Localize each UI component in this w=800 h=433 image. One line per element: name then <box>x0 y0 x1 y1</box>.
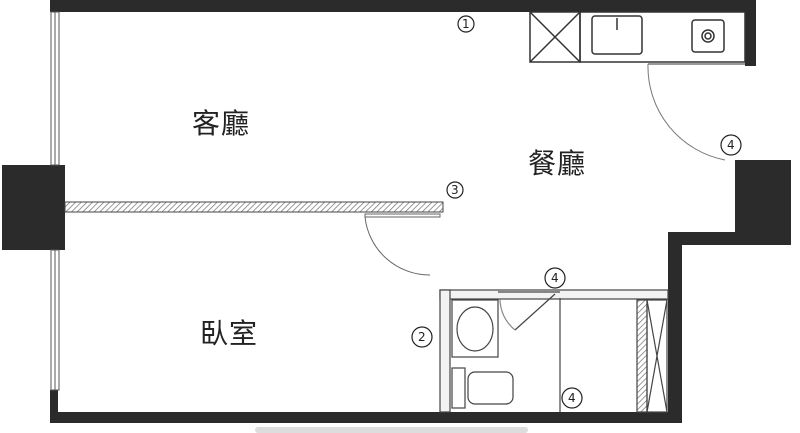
marker-label: 3 <box>451 183 459 197</box>
marker-3 <box>446 181 464 199</box>
kitchen-sink-icon <box>591 15 643 55</box>
marker-label: 4 <box>551 271 559 285</box>
annotation-markers <box>411 15 742 409</box>
room-label-dining: 餐廳 <box>528 147 587 180</box>
marker-2 <box>411 326 433 348</box>
marker-label: 1 <box>462 17 470 31</box>
exterior-walls <box>2 0 791 423</box>
marker-4a <box>720 134 742 156</box>
bathroom-sink-icon <box>451 299 499 358</box>
marker-4b <box>544 267 566 289</box>
bedroom-partition-wall <box>64 201 444 213</box>
marker-label: 4 <box>568 391 576 405</box>
room-label-living: 客廳 <box>192 107 251 140</box>
marker-4c <box>561 387 583 409</box>
scrollbar[interactable] <box>255 427 528 433</box>
room-label-bedroom: 臥室 <box>200 317 259 350</box>
stove-icon <box>691 19 725 53</box>
marker-1 <box>457 15 475 33</box>
kitchen-counter <box>529 11 746 161</box>
windows <box>50 11 60 391</box>
bedroom-door <box>364 213 441 276</box>
bathroom <box>439 289 669 413</box>
toilet-icon <box>451 367 466 409</box>
marker-label: 4 <box>727 138 735 152</box>
marker-label: 2 <box>418 330 426 344</box>
